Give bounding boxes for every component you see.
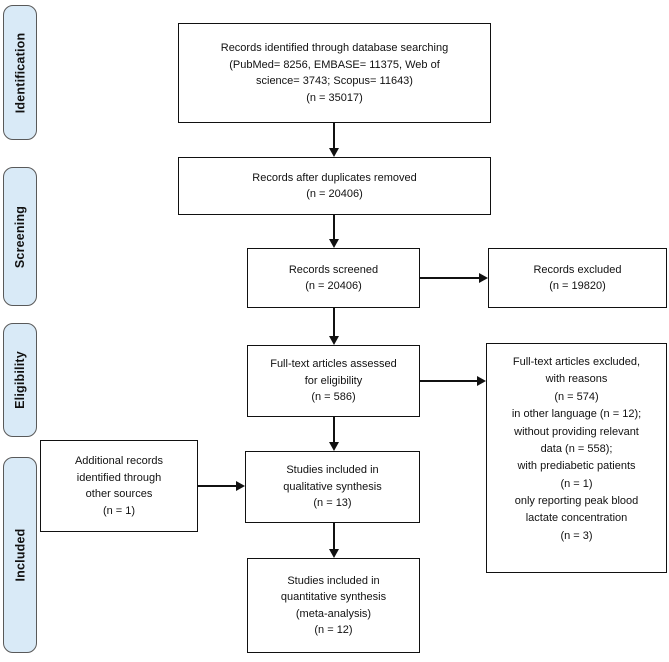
- arrow-screened-to-excluded-head: [479, 273, 488, 283]
- flow-box-records-identified: Records identified through database sear…: [178, 23, 491, 123]
- flow-box-fulltext-assessed: Full-text articles assessed for eligibil…: [247, 345, 420, 417]
- arrow-fulltext-to-qualitative-line: [333, 417, 335, 443]
- arrow-qualitative-to-quantitative-head: [329, 549, 339, 558]
- arrow-identified-to-dedup-head: [329, 148, 339, 157]
- arrow-qualitative-to-quantitative-line: [333, 523, 335, 550]
- arrow-fulltext-to-qualitative-head: [329, 442, 339, 451]
- stage-label-text: Included: [13, 528, 27, 582]
- flow-box-fulltext-excluded: Full-text articles excluded, with reason…: [486, 343, 667, 573]
- flow-box-qualitative-synthesis: Studies included in qualitative synthesi…: [245, 451, 420, 523]
- flow-box-records-excluded: Records excluded (n = 19820): [488, 248, 667, 308]
- arrow-fulltext-to-ftexcluded-line: [420, 380, 477, 382]
- stage-label-text: Eligibility: [13, 351, 28, 409]
- arrow-dedup-to-screened-line: [333, 215, 335, 240]
- flow-box-quantitative-synthesis: Studies included in quantitative synthes…: [247, 558, 420, 653]
- arrow-identified-to-dedup-line: [333, 123, 335, 149]
- stage-label-included: Included: [3, 457, 37, 653]
- arrow-dedup-to-screened-head: [329, 239, 339, 248]
- arrow-screened-to-fulltext-head: [329, 336, 339, 345]
- stage-label-text: Screening: [13, 205, 27, 268]
- stage-label-text: Identification: [13, 32, 28, 113]
- arrow-additional-to-qualitative-head: [236, 481, 245, 491]
- arrow-screened-to-fulltext-line: [333, 308, 335, 337]
- stage-label-eligibility: Eligibility: [3, 323, 37, 437]
- arrow-additional-to-qualitative-line: [198, 485, 236, 487]
- flow-box-additional-records: Additional records identified through ot…: [40, 440, 198, 532]
- arrow-screened-to-excluded-line: [420, 277, 479, 279]
- arrow-fulltext-to-ftexcluded-head: [477, 376, 486, 386]
- stage-label-identification: Identification: [3, 5, 37, 140]
- flow-box-duplicates-removed: Records after duplicates removed (n = 20…: [178, 157, 491, 215]
- flow-box-records-screened: Records screened (n = 20406): [247, 248, 420, 308]
- stage-label-screening: Screening: [3, 167, 37, 306]
